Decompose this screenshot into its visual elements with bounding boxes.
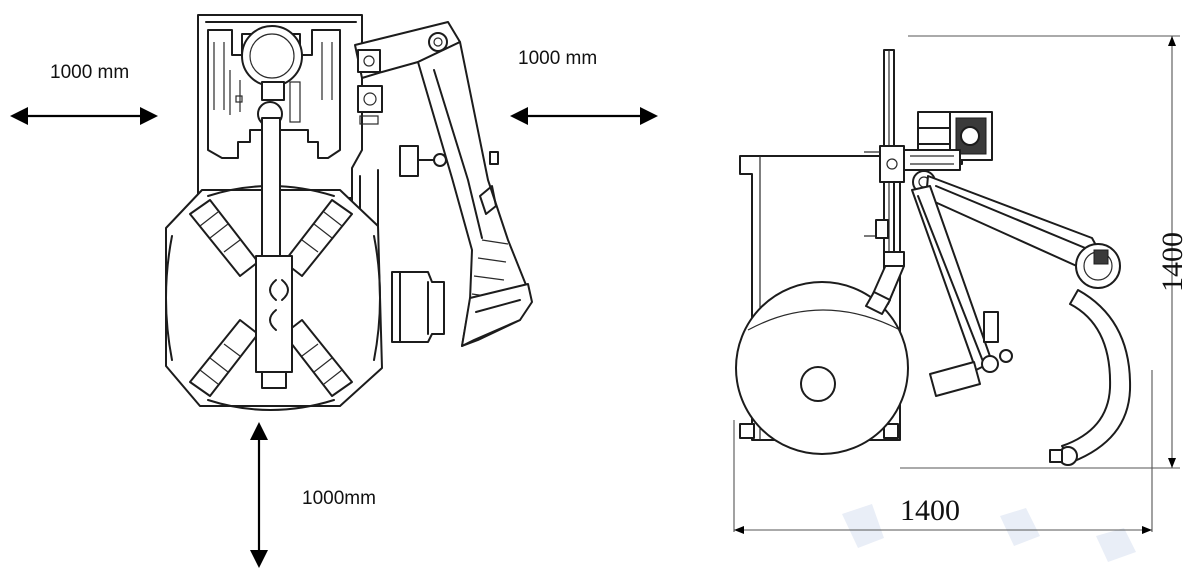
arrow-right bbox=[510, 107, 658, 125]
dimension-width: 1400 bbox=[900, 494, 960, 527]
machine-top-view bbox=[165, 14, 533, 411]
dimension-label-bottom: 1000mm bbox=[302, 488, 376, 509]
dimension-label-right: 1000 mm bbox=[518, 48, 597, 69]
machine-side-view bbox=[733, 35, 1180, 534]
arrow-bottom bbox=[250, 422, 268, 568]
dimension-label-left: 1000 mm bbox=[50, 62, 129, 83]
dimension-height: 1400 bbox=[1156, 232, 1187, 292]
watermark bbox=[842, 504, 1136, 562]
arrow-left bbox=[10, 107, 158, 125]
